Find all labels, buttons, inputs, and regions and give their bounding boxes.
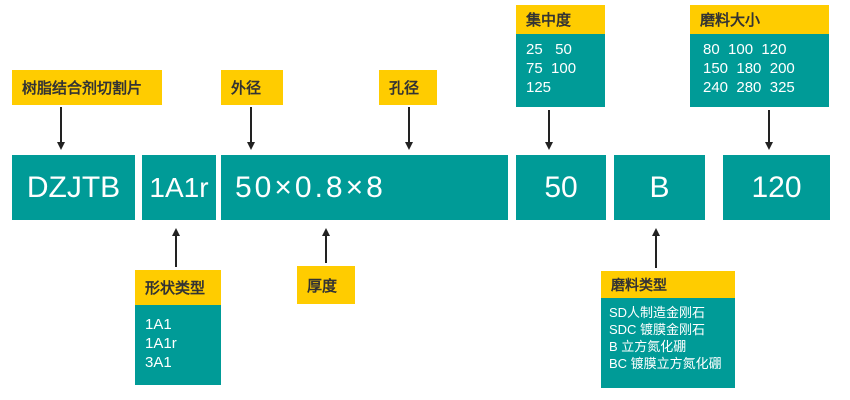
label-thickness: 厚度 xyxy=(297,266,355,304)
segment-abrasive: B xyxy=(614,155,705,220)
shape-type-title: 形状类型 xyxy=(135,270,221,305)
grit-size-values: 80 100 120 150 180 200 240 280 325 xyxy=(690,34,829,107)
arrow-down-icon xyxy=(545,142,553,150)
segment-dimensions: 50×0.8×8 xyxy=(221,155,508,220)
arrow-down-icon xyxy=(57,142,65,150)
arrow-line xyxy=(175,235,177,267)
arrow-down-icon xyxy=(405,142,413,150)
grit-size-title: 磨料大小 xyxy=(690,5,829,34)
arrow-line xyxy=(325,235,327,263)
label-type: 树脂结合剂切割片 xyxy=(12,70,162,105)
segment-grit: 120 xyxy=(723,155,830,220)
label-outer-diameter: 外径 xyxy=(221,70,283,105)
arrow-line xyxy=(250,107,252,143)
arrow-line xyxy=(60,107,62,143)
arrow-line xyxy=(548,110,550,143)
segment-type: DZJTB xyxy=(12,155,135,220)
concentration-values: 25 50 75 100 125 xyxy=(516,34,605,107)
arrow-down-icon xyxy=(247,142,255,150)
segment-concentration: 50 xyxy=(516,155,606,220)
label-bore: 孔径 xyxy=(379,70,437,105)
segment-shape: 1A1r xyxy=(142,155,216,220)
arrow-up-icon xyxy=(652,228,660,236)
shape-type-values: 1A1 1A1r 3A1 xyxy=(135,305,221,385)
arrow-up-icon xyxy=(172,228,180,236)
arrow-down-icon xyxy=(765,142,773,150)
arrow-line xyxy=(768,110,770,143)
abrasive-type-values: SD人制造金刚石 SDC 镀膜金刚石 B 立方氮化硼 BC 镀膜立方氮化硼 xyxy=(601,298,735,388)
abrasive-type-title: 磨料类型 xyxy=(601,271,735,298)
arrow-line xyxy=(408,107,410,143)
arrow-up-icon xyxy=(322,228,330,236)
arrow-line xyxy=(655,235,657,268)
concentration-title: 集中度 xyxy=(516,5,605,34)
